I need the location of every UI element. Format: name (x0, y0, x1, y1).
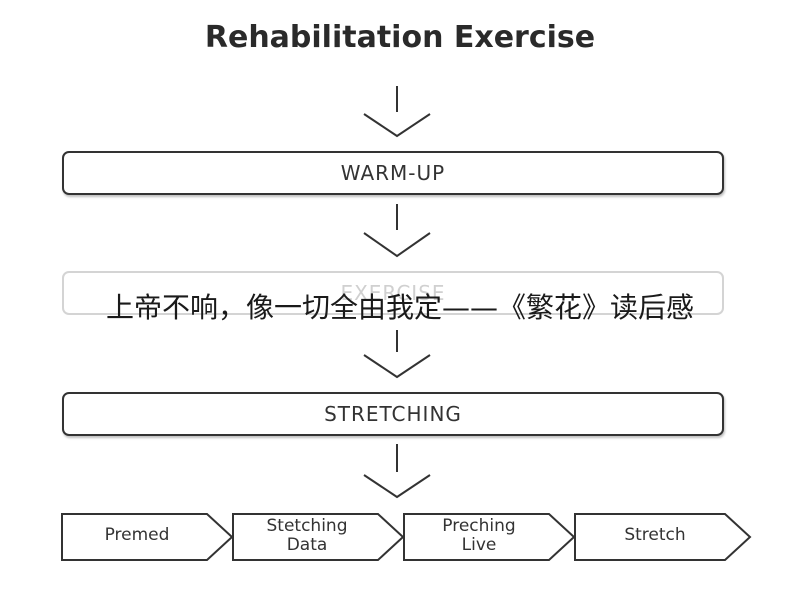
step-label-stretch: Stretch (624, 525, 686, 545)
step-label-preching-live: Preching Live (442, 516, 516, 555)
down-arrow-icon (363, 444, 431, 499)
step-chevron (403, 513, 576, 561)
stage-warm-up: WARM-UP (62, 151, 724, 195)
stage-stretching: STRETCHING (62, 392, 724, 436)
stage-exercise: EXERCISE (62, 271, 724, 315)
down-arrow-icon (363, 86, 431, 138)
overlay-caption: 上帝不响，像一切全由我定——《繁花》读后感 (105, 291, 694, 324)
step-chevron (574, 513, 752, 561)
step-label-premed: Premed (104, 525, 170, 545)
step-chevron (61, 513, 234, 561)
diagram-title: Rehabilitation Exercise (204, 20, 596, 55)
down-arrow-icon (363, 204, 431, 258)
down-arrow-icon (363, 330, 431, 379)
step-chevron (232, 513, 405, 561)
step-label-stetching-data: Stetching Data (266, 516, 348, 555)
